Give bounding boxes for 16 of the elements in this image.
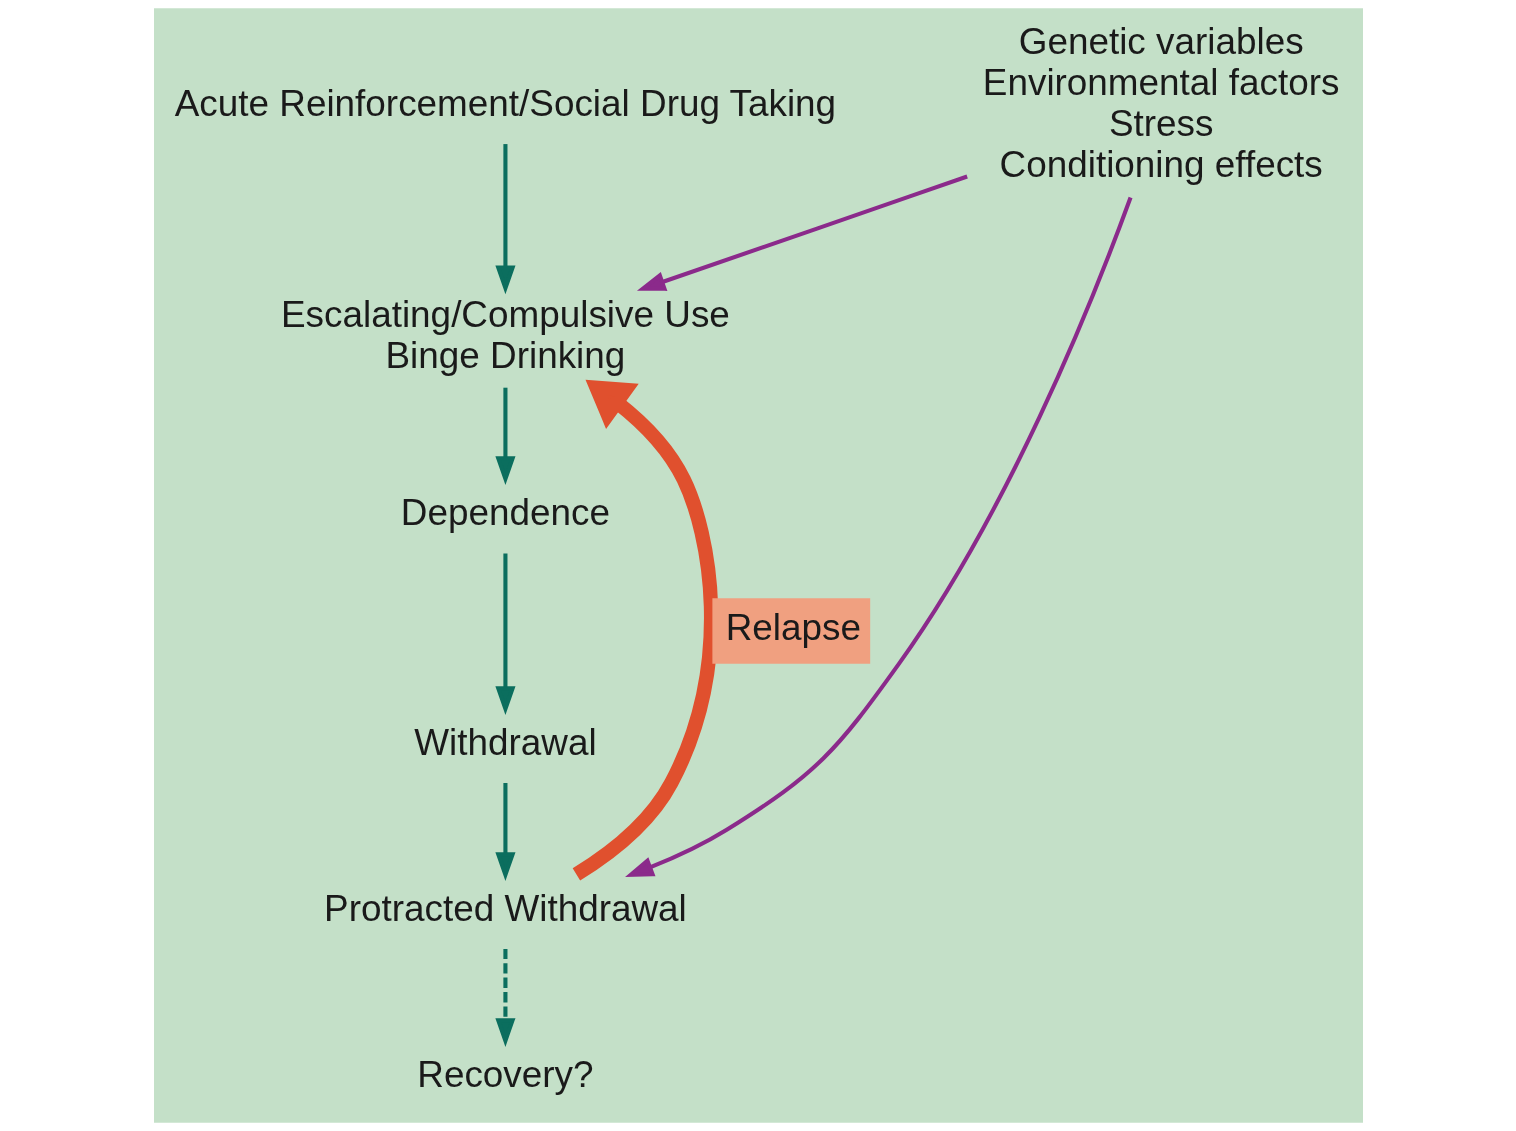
- arrow: [494, 783, 515, 881]
- arrow: [636, 174, 968, 291]
- node-text: Protracted Withdrawal: [323, 887, 687, 929]
- edge-label: Relapse: [725, 607, 861, 649]
- arrow: [624, 196, 1132, 877]
- arrow: [494, 553, 515, 715]
- node-text: Dependence: [400, 492, 610, 534]
- node-text: Acute Reinforcement/Social Drug Taking: [174, 82, 836, 124]
- node-text: Withdrawal: [413, 721, 597, 763]
- node-text: Recovery?: [416, 1053, 594, 1095]
- arrow: [494, 387, 515, 486]
- arrow: [494, 144, 515, 295]
- arrow: [494, 949, 515, 1047]
- arrow: [572, 379, 718, 881]
- node-text: Genetic variables Environmental factors Stress Conditioning effects: [982, 21, 1339, 185]
- node-text: Escalating/Compulsive Use Binge Drinking: [280, 293, 730, 376]
